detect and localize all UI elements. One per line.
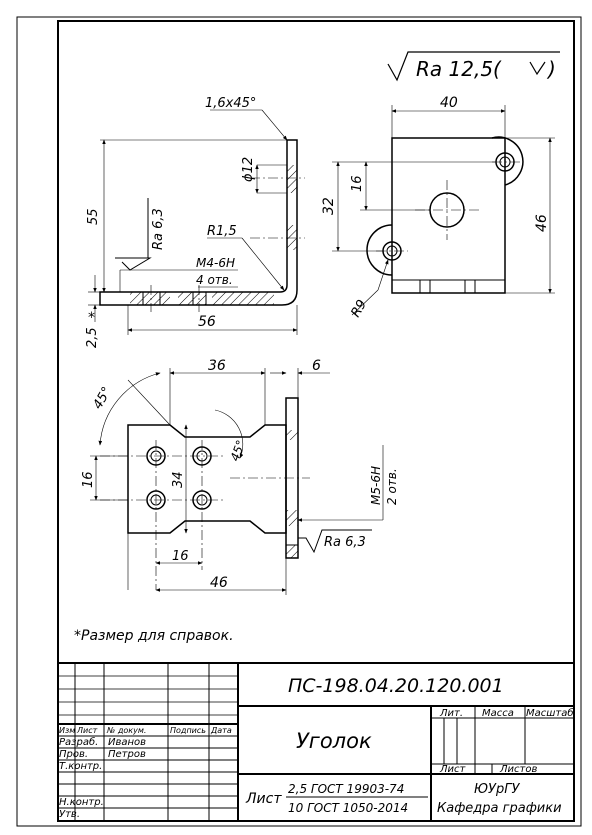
org-name: ЮУрГУ [474, 782, 520, 797]
dim-34: 34 [171, 471, 186, 488]
roughness-general-close: ) [546, 57, 556, 81]
thread-top: M4-6H [196, 256, 235, 270]
person-razrab: Иванов [108, 737, 146, 748]
sheet-label: Лист [439, 764, 467, 775]
dim-phi12: ϕ12 [241, 157, 256, 182]
side-view [332, 105, 555, 316]
roughness-bottom-label: Ra 6,3 [324, 535, 366, 550]
massa-label: Масса [482, 708, 514, 719]
hdr-date: Дата [210, 726, 232, 735]
dim-56: 56 [198, 314, 216, 330]
dim-6: 6 [312, 358, 321, 374]
general-roughness: Ra 12,5( ) [387, 51, 560, 82]
dim-25: 2,5 [85, 327, 100, 348]
angle-45-inner: 45° [228, 438, 248, 463]
front-view [88, 109, 305, 335]
hdr-doc: № докум. [106, 726, 146, 735]
dim-r15: R1,5 [207, 224, 237, 239]
hdr-sign: Подпись [170, 726, 206, 735]
dim-16-top-left: 16 [81, 471, 96, 488]
material-line1: 2,5 ГОСТ 19903-74 [288, 782, 404, 796]
dim-40: 40 [440, 95, 458, 111]
material-line2: 10 ГОСТ 1050-2014 [288, 801, 408, 815]
holes-top: 4 отв. [196, 273, 233, 287]
material-label: Лист [245, 791, 282, 807]
hdr-izm: Изм [59, 726, 75, 735]
dim-46-side: 46 [534, 214, 550, 232]
part-name: Уголок [296, 729, 372, 753]
hdr-list: Лист [76, 726, 98, 735]
role-prov: Пров. [59, 749, 88, 760]
roughness-general-label: Ra 12,5( [416, 57, 502, 81]
dim-46-bottom: 46 [210, 575, 228, 591]
dim-16-bottom: 16 [172, 549, 189, 564]
role-tkontr: Т.контр. [59, 761, 102, 772]
dim-16-side: 16 [350, 175, 365, 192]
dim-36: 36 [208, 358, 226, 374]
angle-45-outer: 45° [90, 385, 115, 412]
sheets-label: Листов [499, 764, 537, 775]
dim-55: 55 [86, 208, 101, 225]
designation: ПС-198.04.20.120.001 [288, 675, 504, 697]
roughness-vertical-label: Ra 6,3 [151, 208, 166, 250]
role-razrab: Разраб. [59, 736, 98, 748]
top-view [90, 368, 384, 595]
role-nkontr: Н.контр. [59, 797, 104, 808]
inner-frame [57, 20, 575, 822]
holes-bottom: 2 отв. [385, 468, 399, 505]
dim-chamfer: 1,6x45° [205, 96, 256, 111]
lit-label: Лит. [439, 708, 463, 719]
reference-note: *Размер для справок. [74, 628, 234, 644]
outer-frame [16, 16, 582, 827]
role-utv: Утв. [59, 809, 80, 820]
title-block [57, 662, 575, 822]
thread-bottom: M5-6H [369, 466, 383, 505]
org-department: Кафедра графики [437, 801, 562, 816]
dim-r9: R9 [348, 298, 370, 320]
person-prov: Петров [108, 749, 146, 760]
dim-32: 32 [321, 197, 337, 215]
roughness-check-icon [529, 61, 546, 76]
masshtab-label: Масштаб [526, 707, 574, 719]
dim-star: * [88, 310, 95, 326]
